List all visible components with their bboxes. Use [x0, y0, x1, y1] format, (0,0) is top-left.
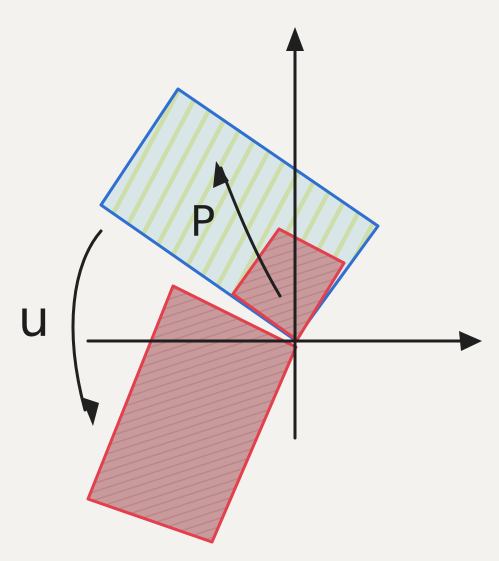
rotation-arrowhead-p — [213, 161, 229, 188]
y-axis-arrowhead — [286, 27, 304, 51]
large-red-rectangle-outline — [86, 284, 298, 544]
label-p: P — [190, 197, 215, 246]
x-axis-arrowhead — [459, 331, 482, 351]
large-red-rectangle-shading — [88, 286, 296, 542]
label-u: u — [18, 290, 50, 348]
rotation-arrow-u — [71, 229, 103, 412]
rotation-arrowhead-u — [81, 397, 99, 426]
